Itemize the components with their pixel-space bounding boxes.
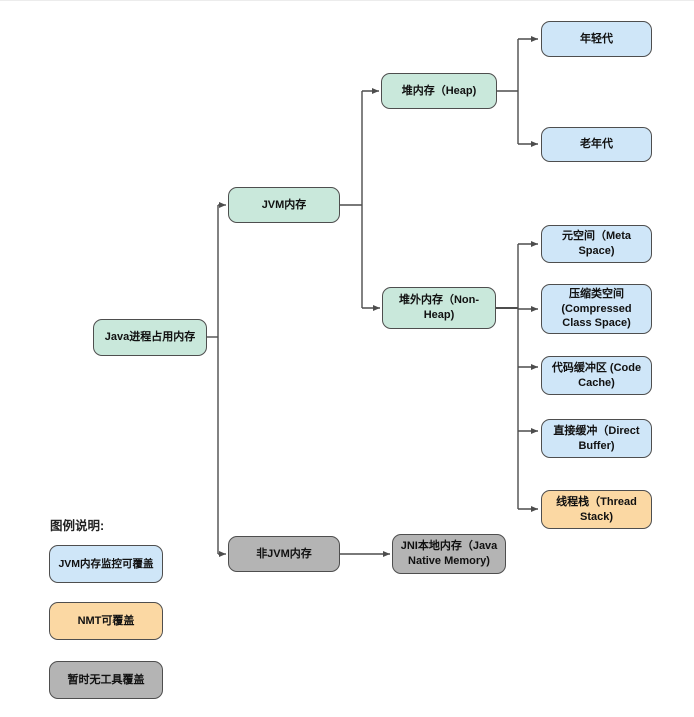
- legend-item-no-tool-coverage: 暂时无工具覆盖: [49, 661, 163, 699]
- node-java-process-memory: Java进程占用内存: [93, 319, 207, 356]
- node-direct-buffer: 直接缓冲（Direct Buffer): [541, 419, 652, 458]
- node-non-heap-memory: 堆外内存（Non-Heap): [382, 287, 496, 329]
- legend-item-nmt-coverable: NMT可覆盖: [49, 602, 163, 640]
- node-code-cache: 代码缓冲区 (Code Cache): [541, 356, 652, 395]
- legend-title: 图例说明:: [50, 519, 105, 533]
- node-young-generation: 年轻代: [541, 21, 652, 57]
- node-jni-native-memory: JNI本地内存（Java Native Memory): [392, 534, 506, 574]
- legend-item-jvm-monitor-coverable: JVM内存监控可覆盖: [49, 545, 163, 583]
- node-heap-memory: 堆内存（Heap): [381, 73, 497, 109]
- node-old-generation: 老年代: [541, 127, 652, 162]
- node-compressed-class-space: 压缩类空间 (Compressed Class Space): [541, 284, 652, 334]
- node-non-jvm-memory: 非JVM内存: [228, 536, 340, 572]
- node-meta-space: 元空间（Meta Space): [541, 225, 652, 263]
- node-thread-stack: 线程栈（Thread Stack): [541, 490, 652, 529]
- node-jvm-memory: JVM内存: [228, 187, 340, 223]
